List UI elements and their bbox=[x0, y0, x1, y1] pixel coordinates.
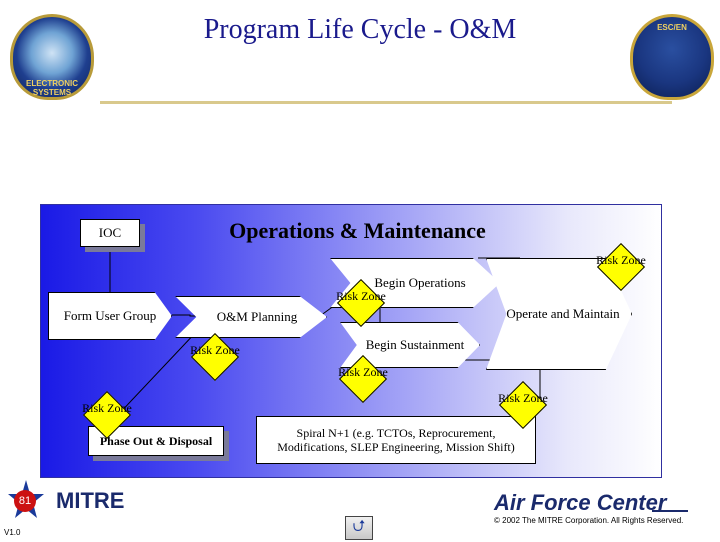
risk-zone-label: Risk Zone bbox=[498, 391, 548, 405]
slide-number: 81 bbox=[14, 490, 36, 512]
risk-zone-label: Risk Zone bbox=[596, 253, 646, 267]
logo-underline bbox=[652, 510, 688, 512]
copyright-notice: © 2002 The MITRE Corporation. All Rights… bbox=[494, 516, 684, 525]
left-seal-text: ELECTRONIC SYSTEMS bbox=[26, 79, 78, 97]
form-user-group-box: Form User Group bbox=[48, 292, 172, 340]
right-seal-text: ESC/EN bbox=[657, 23, 687, 32]
risk-zone-label: Risk Zone bbox=[82, 401, 132, 415]
spiral-box: Spiral N+1 (e.g. TCTOs, Reprocurement, M… bbox=[256, 416, 536, 464]
air-force-center-logo: Air Force Center bbox=[494, 490, 667, 515]
om-planning-box: O&M Planning bbox=[175, 296, 327, 338]
electronic-systems-seal-icon: ELECTRONIC SYSTEMS bbox=[10, 14, 94, 100]
return-arrow-icon[interactable]: ⮍ bbox=[345, 516, 373, 540]
mitre-logo: MITRE bbox=[56, 488, 125, 513]
risk-zone-label: Risk Zone bbox=[190, 343, 240, 357]
ioc-box: IOC bbox=[80, 219, 140, 247]
connector-form-planning bbox=[172, 314, 198, 317]
title-divider bbox=[100, 101, 672, 104]
version-label: V1.0 bbox=[4, 528, 21, 537]
connector-planning-phaseout bbox=[114, 329, 199, 419]
esc-en-seal-icon: ESC/EN bbox=[630, 14, 714, 100]
risk-zone-label: Risk Zone bbox=[336, 289, 386, 303]
slide-title: Program Life Cycle - O&M bbox=[203, 14, 517, 45]
risk-zone-label: Risk Zone bbox=[338, 365, 388, 379]
diagram-title: Operations & Maintenance bbox=[229, 218, 486, 243]
